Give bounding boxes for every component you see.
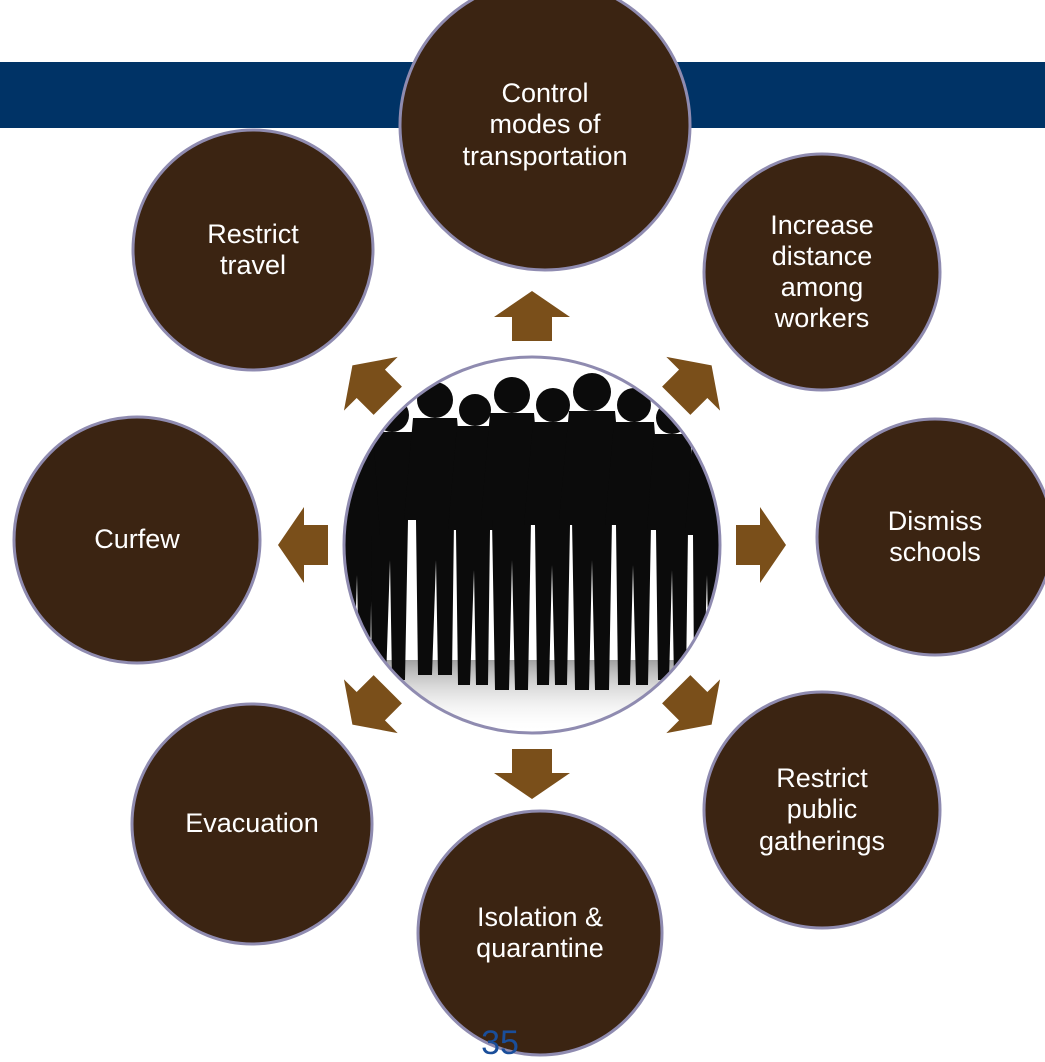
node-circle-control-transport: [398, 0, 692, 272]
people-silhouettes-icon: [344, 357, 720, 733]
arrow-up-right-icon: [662, 356, 721, 415]
node-label-isolation-quarantine: Isolation & quarantine: [476, 901, 604, 963]
node-label-curfew: Curfew: [94, 524, 180, 555]
center-image: [342, 355, 722, 735]
node-circle-dismiss-schools: [815, 417, 1045, 657]
node-label-control-transport: Control modes of transportation: [462, 78, 628, 171]
node-label-evacuation: Evacuation: [185, 808, 319, 839]
node-label-dismiss-schools: Dismiss schools: [887, 505, 983, 567]
node-circle-restrict-gatherings: [702, 690, 942, 930]
node-circle-evacuation: [130, 702, 374, 946]
node-circle-curfew: [12, 415, 262, 665]
arrow-right-icon: [736, 507, 786, 583]
arrow-up-icon: [494, 291, 570, 341]
arrow-up-left-icon: [343, 356, 402, 415]
arrow-down-left-icon: [343, 675, 402, 734]
node-label-restrict-gatherings: Restrict public gatherings: [758, 763, 886, 856]
arrow-down-right-icon: [662, 675, 721, 734]
node-circle-isolation-quarantine: [416, 809, 664, 1057]
arrow-down-icon: [494, 749, 570, 799]
node-label-restrict-travel: Restrict travel: [207, 218, 299, 280]
page-number: 35: [481, 1024, 519, 1062]
arrow-left-icon: [278, 507, 328, 583]
node-circle-restrict-travel: [131, 128, 375, 372]
node-circle-increase-distance: [702, 152, 942, 392]
node-label-increase-distance: Increase distance among workers: [770, 209, 874, 334]
